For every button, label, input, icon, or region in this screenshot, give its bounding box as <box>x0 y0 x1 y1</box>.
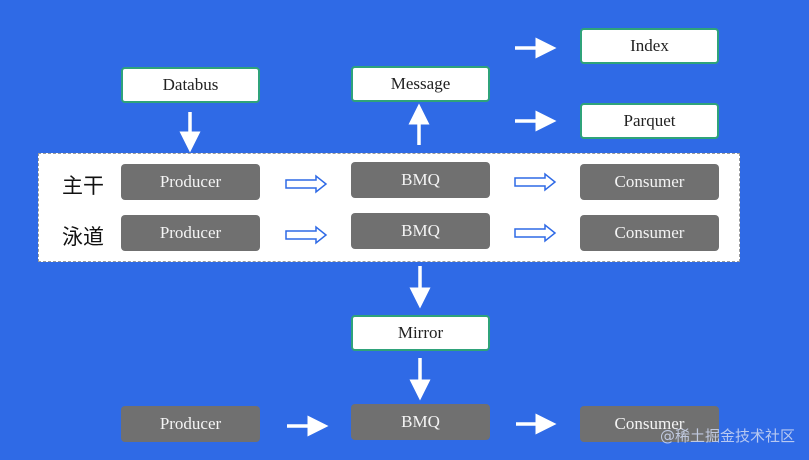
message-label: Message <box>390 74 451 93</box>
swim-consumer-label: Consumer <box>614 223 685 242</box>
parquet-label: Parquet <box>623 111 676 130</box>
swim-producer-to-bmq-arrow <box>285 225 328 245</box>
index-node: Index <box>580 28 719 64</box>
bottom-producer-node: Producer <box>121 406 260 442</box>
main-bmq-node: BMQ <box>351 162 490 198</box>
mirror-node: Mirror <box>351 315 490 351</box>
main-bmq-label: BMQ <box>401 170 440 189</box>
watermark: @稀土掘金技术社区 <box>659 427 795 445</box>
main-producer-node: Producer <box>121 164 260 200</box>
databus-node: Databus <box>121 67 260 103</box>
swim-bmq-node: BMQ <box>351 213 490 249</box>
bottom-consumer-label: Consumer <box>614 414 685 433</box>
bottom-bmq-label: BMQ <box>401 412 440 431</box>
bottom-consumer-node: Consumer <box>580 406 719 442</box>
parquet-node: Parquet <box>580 103 719 139</box>
message-node: Message <box>351 66 490 102</box>
main-consumer-node: Consumer <box>580 164 719 200</box>
swim-producer-label: Producer <box>159 223 222 242</box>
databus-label: Databus <box>162 75 219 94</box>
main-bmq-to-consumer-arrow <box>514 172 557 192</box>
swim-bmq-label: BMQ <box>401 221 440 240</box>
swim-lane-label: 泳道 <box>62 225 104 249</box>
main-producer-to-bmq-arrow <box>285 174 328 194</box>
swim-consumer-node: Consumer <box>580 215 719 251</box>
swim-bmq-to-consumer-arrow <box>514 223 557 243</box>
mirror-label: Mirror <box>397 323 444 342</box>
main-lane-label: 主干 <box>62 174 104 198</box>
bottom-producer-label: Producer <box>159 414 222 433</box>
bottom-bmq-node: BMQ <box>351 404 490 440</box>
index-label: Index <box>630 36 669 55</box>
main-producer-label: Producer <box>159 172 222 191</box>
main-consumer-label: Consumer <box>614 172 685 191</box>
swim-producer-node: Producer <box>121 215 260 251</box>
